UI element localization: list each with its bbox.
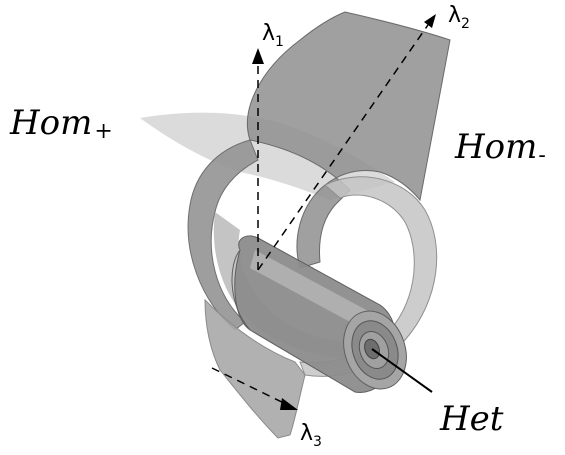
cylinder-highlight <box>250 250 370 330</box>
lambda1-arrowhead <box>252 48 264 64</box>
lambda3-arrowhead <box>280 398 298 410</box>
hom-plus-sheet <box>140 112 395 200</box>
het-pointer-line <box>371 348 433 393</box>
lambda2-label: λ2 <box>448 3 470 32</box>
hom-plus-label: Hom+ <box>9 103 113 144</box>
lower-skirt <box>204 298 306 439</box>
lambda1-label: λ1 <box>262 21 284 50</box>
axes <box>211 14 436 410</box>
hom-minus-label: Hom- <box>454 127 546 168</box>
het-label: Het <box>439 399 504 439</box>
lambda3-label: λ3 <box>300 421 322 450</box>
lambda2-arrowhead <box>424 14 436 28</box>
lambda3-axis-line <box>211 367 289 406</box>
cylinder-back-edge <box>231 249 251 331</box>
